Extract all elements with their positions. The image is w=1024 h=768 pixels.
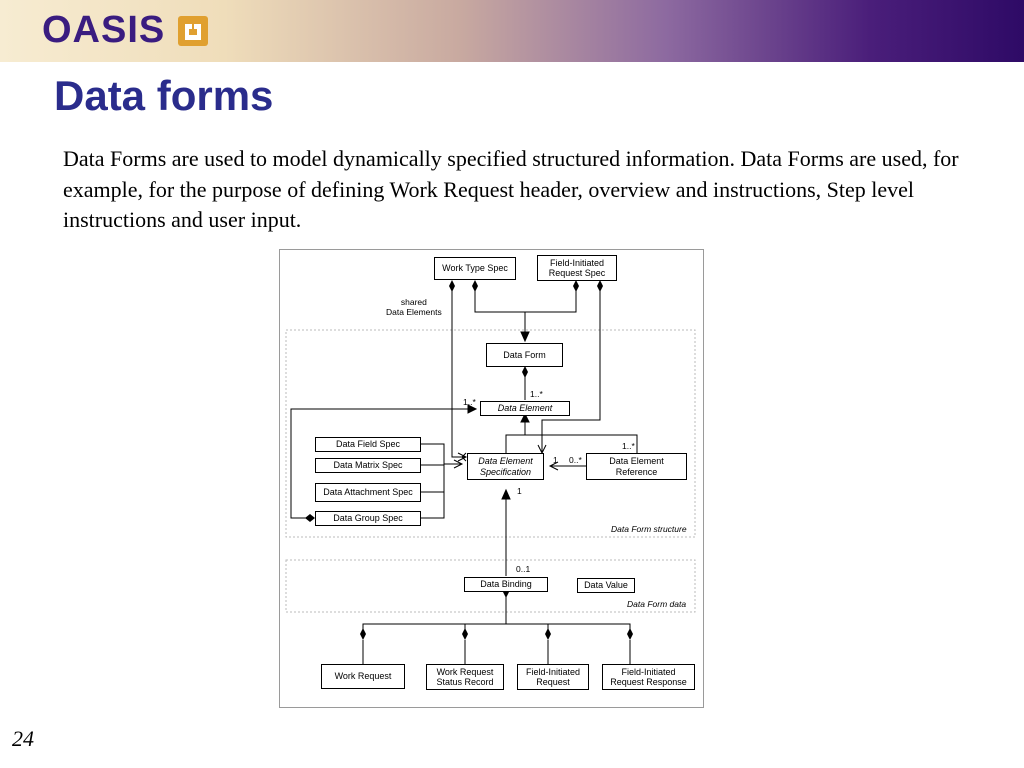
work-request-status-record-box: Work Request Status Record <box>426 664 504 690</box>
diagram-connectors <box>285 280 696 664</box>
structure-region-frame <box>285 329 696 538</box>
oasis-logo-mark-icon <box>178 16 208 46</box>
oasis-logo: OASIS <box>42 9 166 51</box>
field-initiated-request-box: Field-Initiated Request <box>517 664 589 690</box>
data-binding-box: Data Binding <box>464 577 548 592</box>
arrowheads <box>467 331 530 500</box>
field-initiated-request-response-box: Field-Initiated Request Response <box>602 664 695 690</box>
data-element-reference-box: Data Element Reference <box>586 453 687 480</box>
data-attachment-spec-box: Data Attachment Spec <box>315 483 421 502</box>
data-matrix-spec-box: Data Matrix Spec <box>315 458 421 473</box>
arrow-into-data-form <box>520 331 530 343</box>
slide-body-text: Data Forms are used to model dynamically… <box>63 146 959 232</box>
data-element-specification-box: Data Element Specification <box>467 453 544 480</box>
work-request-box: Work Request <box>321 664 405 689</box>
multiplicity-form-to-element: 1..* <box>530 389 543 399</box>
data-form-class-diagram: Work Type Spec Field-Initiated Request S… <box>279 249 704 708</box>
multiplicity-spec-bottom: 1 <box>517 486 522 496</box>
data-form-box: Data Form <box>486 343 563 367</box>
data-group-spec-box: Data Group Spec <box>315 511 421 526</box>
field-initiated-request-spec-box: Field-Initiated Request Spec <box>537 255 617 281</box>
data-value-box: Data Value <box>577 578 635 593</box>
multiplicity-ref-top: 1..* <box>622 441 635 451</box>
multiplicity-ref-left: 0..* <box>569 455 582 465</box>
header-banner: OASIS <box>0 0 1024 62</box>
data-region-frame <box>285 559 696 613</box>
slide-title: Data forms <box>54 72 274 119</box>
data-region-label: Data Form data <box>627 599 687 609</box>
slide-number: 24 <box>12 726 34 751</box>
work-type-spec-box: Work Type Spec <box>434 257 516 280</box>
structure-region-label: Data Form structure <box>611 524 687 534</box>
data-element-box: Data Element <box>480 401 570 416</box>
multiplicity-binding-top: 0..1 <box>516 564 531 574</box>
multiplicity-spec-right: 1 <box>553 455 558 465</box>
data-field-spec-box: Data Field Spec <box>315 437 421 452</box>
aggregation-diamonds <box>305 280 633 640</box>
multiplicity-group-to-element: 1..* <box>463 397 476 407</box>
shared-data-elements-label: shared Data Elements <box>386 297 442 317</box>
